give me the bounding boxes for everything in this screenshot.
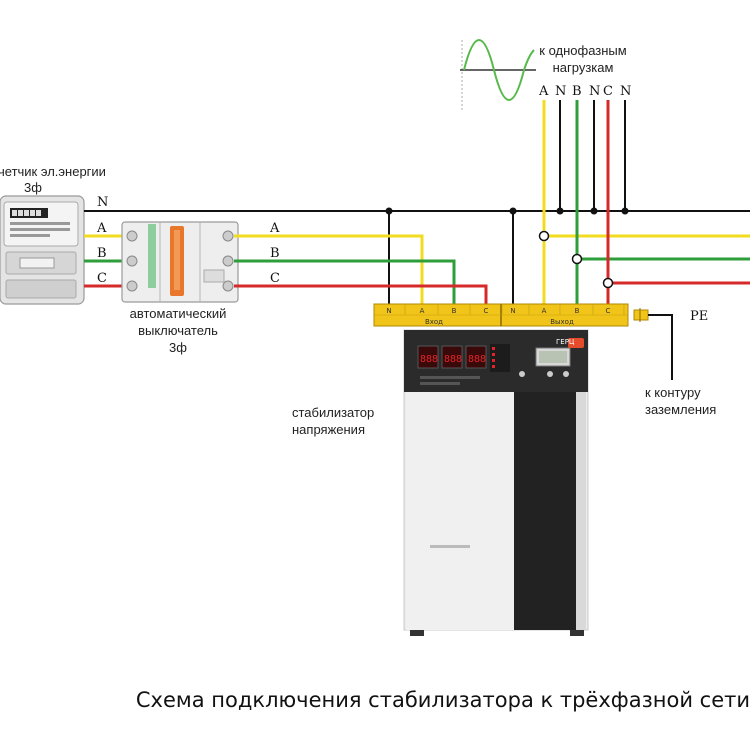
breaker-label-1: автоматический	[130, 306, 227, 321]
terminal-input-slot: N	[386, 307, 391, 315]
terminal-output-title: Выход	[550, 318, 574, 326]
crossover-a	[538, 230, 550, 242]
breaker-label-3: 3ф	[169, 340, 187, 355]
ground-label-1: к контуру	[645, 385, 701, 400]
ground-label-2: заземления	[645, 402, 716, 417]
pe-label: PE	[690, 309, 708, 324]
load-wire-c: C	[603, 84, 613, 99]
crossover-b	[571, 253, 583, 265]
circuit-breaker	[121, 221, 239, 303]
breaker-label-2: выключатель	[138, 323, 218, 338]
electricity-meter	[0, 195, 85, 305]
terminal-output-slot: A	[542, 307, 547, 315]
output-phase-wires	[542, 234, 750, 306]
wire-c-label: C	[97, 271, 107, 286]
terminal-input-slot: B	[452, 307, 457, 315]
terminal-input-slot: A	[420, 307, 425, 315]
stabilizer-label-2: напряжения	[292, 422, 365, 437]
single-phase-label-2: нагрузкам	[553, 60, 614, 75]
svg-text:888: 888	[420, 354, 438, 365]
single-phase-wires	[542, 100, 626, 283]
terminal-input-title: Вход	[425, 318, 443, 326]
wire-n-label: N	[97, 195, 108, 210]
terminal-block	[373, 303, 629, 327]
svg-text:888: 888	[444, 354, 462, 365]
stabilizer-brand: ГЕРЦ	[556, 338, 575, 346]
terminal-output-slot: C	[606, 307, 611, 315]
pe-terminal	[633, 308, 673, 380]
breaker-a-label: A	[269, 221, 280, 236]
voltage-stabilizer: 888 888 888	[403, 329, 589, 636]
load-wire-a: A	[538, 84, 549, 99]
stabilizer-label-1: стабилизатор	[292, 405, 374, 420]
breaker-b-label: B	[270, 246, 280, 261]
meter-label: четчик эл.энергии	[0, 164, 106, 179]
crossover-c	[602, 277, 614, 289]
diagram-caption: Схема подключения стабилизатора к трёхфа…	[135, 688, 750, 712]
load-wire-b: B	[572, 84, 582, 99]
terminal-output-slot: B	[575, 307, 580, 315]
terminal-output-slot: N	[510, 307, 515, 315]
terminal-input-slot: C	[484, 307, 489, 315]
wire-b-label: B	[97, 246, 107, 261]
load-wire-n1: N	[555, 84, 566, 99]
sine-wave-icon	[460, 39, 536, 110]
meter-wires	[84, 234, 124, 288]
wire-a-label: A	[96, 221, 107, 236]
meter-label-3f: 3ф	[24, 180, 42, 195]
load-wire-n3: N	[620, 84, 631, 99]
svg-text:888: 888	[468, 354, 486, 365]
breaker-c-label: C	[270, 271, 280, 286]
input-phase-wires	[234, 234, 488, 306]
load-wire-n2: N	[589, 84, 600, 99]
single-phase-label-1: к однофазным	[539, 43, 627, 58]
